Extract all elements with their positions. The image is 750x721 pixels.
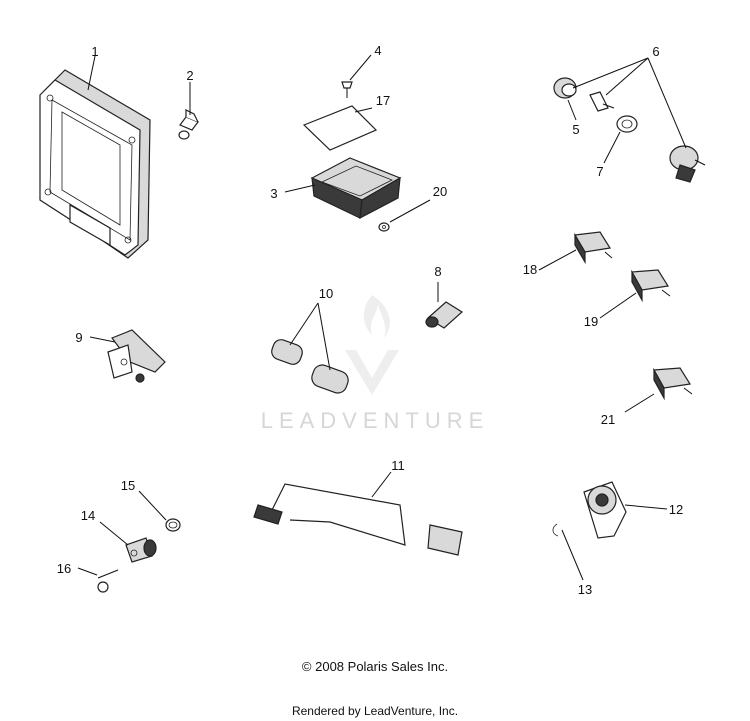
callout-1: 1	[91, 44, 98, 59]
callout-2: 2	[186, 68, 193, 83]
part-3-fuse-box	[310, 157, 402, 220]
callout-13: 13	[578, 582, 592, 597]
part-10-fuse-a	[271, 339, 303, 365]
callout-8: 8	[434, 264, 441, 279]
part-18-switch	[574, 231, 613, 265]
part-6-ignition-switch	[669, 145, 706, 183]
part-17-cover	[302, 105, 378, 151]
part-5-switch-boot	[553, 77, 577, 99]
callout-18: 18	[523, 262, 537, 277]
callout-21: 21	[601, 412, 615, 427]
part-15-o-ring	[165, 518, 181, 532]
callout-17: 17	[376, 93, 390, 108]
part-9-map-sensor	[107, 329, 166, 383]
part-13-clip	[552, 523, 559, 537]
part-21-switch	[653, 367, 693, 401]
part-14-sensor	[125, 537, 157, 563]
callout-11: 11	[391, 458, 405, 473]
callout-3: 3	[270, 186, 277, 201]
rendered-by-credit: Rendered by LeadVenture, Inc.	[291, 704, 459, 718]
watermark: LEADVENTURE	[261, 295, 490, 433]
watermark-text: LEADVENTURE	[261, 408, 490, 433]
part-1-ecu	[39, 69, 151, 259]
callout-7: 7	[596, 164, 603, 179]
part-16-bolt	[97, 569, 119, 593]
callout-10: 10	[319, 286, 333, 301]
callout-4: 4	[374, 43, 381, 58]
watermark-logo-icon	[345, 295, 399, 395]
callout-16: 16	[57, 561, 71, 576]
part-2-bolt	[178, 109, 199, 140]
part-12-knock-sensor	[583, 481, 627, 539]
callout-12: 12	[669, 502, 683, 517]
callout-20: 20	[433, 184, 447, 199]
callout-labels: 1 2 3 4 5 6 7 8 9 10 11 12 13 14 15 16 1…	[57, 43, 683, 597]
part-19-switch	[631, 269, 671, 303]
part-11-harness	[253, 483, 463, 556]
callout-6: 6	[652, 44, 659, 59]
part-7-washer	[616, 115, 638, 133]
callout-9: 9	[75, 330, 82, 345]
part-4-screw	[341, 81, 353, 98]
callout-15: 15	[121, 478, 135, 493]
part-20-nut	[378, 222, 390, 232]
copyright-notice: © 2008 Polaris Sales Inc.	[301, 659, 449, 674]
part-8-sensor	[425, 301, 463, 329]
part-10-fuse-b	[311, 364, 349, 394]
part-6-key	[589, 91, 615, 112]
callout-19: 19	[584, 314, 598, 329]
callout-5: 5	[572, 122, 579, 137]
leader-lines	[77, 54, 687, 581]
callout-14: 14	[81, 508, 95, 523]
